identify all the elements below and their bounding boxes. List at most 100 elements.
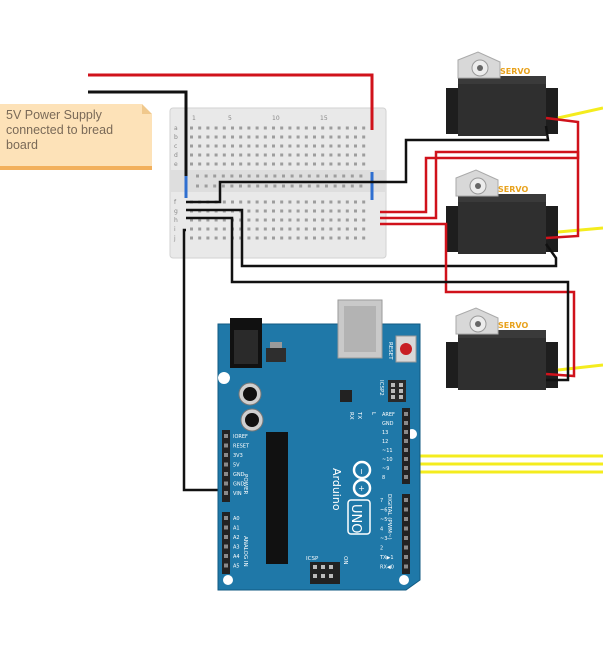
breadboard-hole: [304, 200, 308, 204]
breadboard-hole: [354, 126, 357, 130]
breadboard-hole: [255, 162, 259, 166]
servo2-red-wire: [380, 150, 580, 240]
breadboard-hole: [337, 162, 341, 166]
breadboard-hole: [362, 135, 366, 139]
pin-label: A5: [233, 564, 240, 570]
breadboard-hole: [354, 236, 357, 240]
servo3-black-wire: [186, 216, 570, 382]
breadboard-hole: [239, 236, 243, 240]
header-pin: [404, 430, 408, 434]
breadboard-rail-hole: [204, 174, 208, 178]
breadboard-hole: [321, 135, 325, 139]
pin-label: A0: [233, 516, 240, 522]
breadboard-rail-hole: [290, 174, 294, 178]
header-pin: [404, 439, 408, 443]
breadboard-hole: [329, 209, 333, 213]
pin-label: VIN: [233, 491, 242, 497]
breadboard-hole: [280, 153, 284, 157]
breadboard-hole: [337, 236, 341, 240]
pin-label: 13: [382, 430, 388, 436]
breadboard-hole: [362, 126, 366, 130]
breadboard-hole: [280, 162, 284, 166]
breadboard-rail-hole: [273, 184, 277, 188]
breadboard-hole: [231, 162, 234, 166]
breadboard-hole: [313, 200, 316, 204]
header-pin: [404, 507, 408, 512]
breadboard-rail-hole: [342, 184, 346, 188]
breadboard-rail-hole: [196, 174, 199, 178]
breadboard-hole: [288, 135, 292, 139]
breadboard-hole: [263, 218, 267, 222]
pin-label: GND: [233, 482, 245, 488]
supply-red-wire: [88, 73, 374, 130]
breadboard-hole: [206, 144, 210, 148]
breadboard-hole: [313, 144, 316, 148]
header-pin: [404, 457, 408, 461]
breadboard-hole: [190, 162, 193, 166]
breadboard-hole: [280, 209, 284, 213]
svg-text:10: 10: [272, 115, 280, 122]
digital-header-top: [402, 408, 410, 484]
svg-text:e: e: [174, 161, 178, 168]
arduino-model: UNO: [348, 504, 363, 533]
header-pin: [404, 536, 408, 540]
breadboard-hole: [304, 162, 308, 166]
breadboard-hole: [272, 209, 275, 213]
breadboard-rail-hole: [230, 174, 234, 178]
breadboard-hole: [288, 126, 292, 130]
breadboard-hole: [345, 227, 349, 231]
pin-label: 7: [380, 498, 383, 504]
breadboard-hole: [206, 236, 210, 240]
breadboard-hole: [272, 126, 275, 130]
pin-label: IOREF: [233, 434, 248, 440]
breadboard-rail-hole: [342, 174, 346, 178]
breadboard-hole: [263, 209, 267, 213]
breadboard-hole: [214, 162, 218, 166]
pin-label: ~6: [380, 508, 387, 514]
breadboard-hole: [263, 236, 267, 240]
breadboard-hole: [239, 162, 243, 166]
breadboard-rail-hole: [359, 174, 363, 178]
breadboard-hole: [198, 218, 202, 222]
breadboard-rail-hole: [221, 174, 225, 178]
breadboard-hole: [198, 227, 202, 231]
svg-text:a: a: [174, 125, 178, 132]
breadboard-hole: [304, 126, 308, 130]
breadboard-rail-hole: [350, 184, 354, 188]
header-pin: [224, 472, 228, 476]
breadboard-hole: [206, 126, 210, 130]
svg-text:+: +: [357, 485, 366, 492]
breadboard-hole: [296, 135, 300, 139]
breadboard-hole: [272, 153, 275, 157]
breadboard-hole: [255, 126, 259, 130]
digital-header-bottom: [402, 494, 410, 574]
breadboard-hole: [313, 209, 316, 213]
breadboard-hole: [198, 162, 202, 166]
wires: [88, 73, 603, 492]
breadboard-hole: [272, 135, 275, 139]
breadboard-hole: [329, 218, 333, 222]
breadboard-hole: [255, 135, 259, 139]
pin-label: ~5: [380, 517, 387, 523]
breadboard-hole: [206, 227, 210, 231]
breadboard-hole: [198, 135, 202, 139]
breadboard-hole: [239, 227, 243, 231]
breadboard-hole: [321, 209, 325, 213]
breadboard-hole: [321, 236, 325, 240]
breadboard-rail-hole: [230, 184, 234, 188]
breadboard-rail-hole: [256, 184, 260, 188]
breadboard-hole: [304, 153, 308, 157]
breadboard-rail-hole: [273, 174, 277, 178]
breadboard-hole: [288, 209, 292, 213]
tx-label: TX: [356, 411, 362, 419]
pin-label: AREF: [382, 412, 395, 418]
breadboard-hole: [255, 227, 259, 231]
breadboard-hole: [198, 144, 202, 148]
breadboard-hole: [337, 227, 341, 231]
breadboard-hole: [255, 200, 259, 204]
breadboard-hole: [247, 200, 251, 204]
breadboard-hole: [288, 144, 292, 148]
breadboard-hole: [239, 153, 243, 157]
reset-label: RESET: [387, 342, 393, 360]
breadboard-hole: [280, 227, 284, 231]
